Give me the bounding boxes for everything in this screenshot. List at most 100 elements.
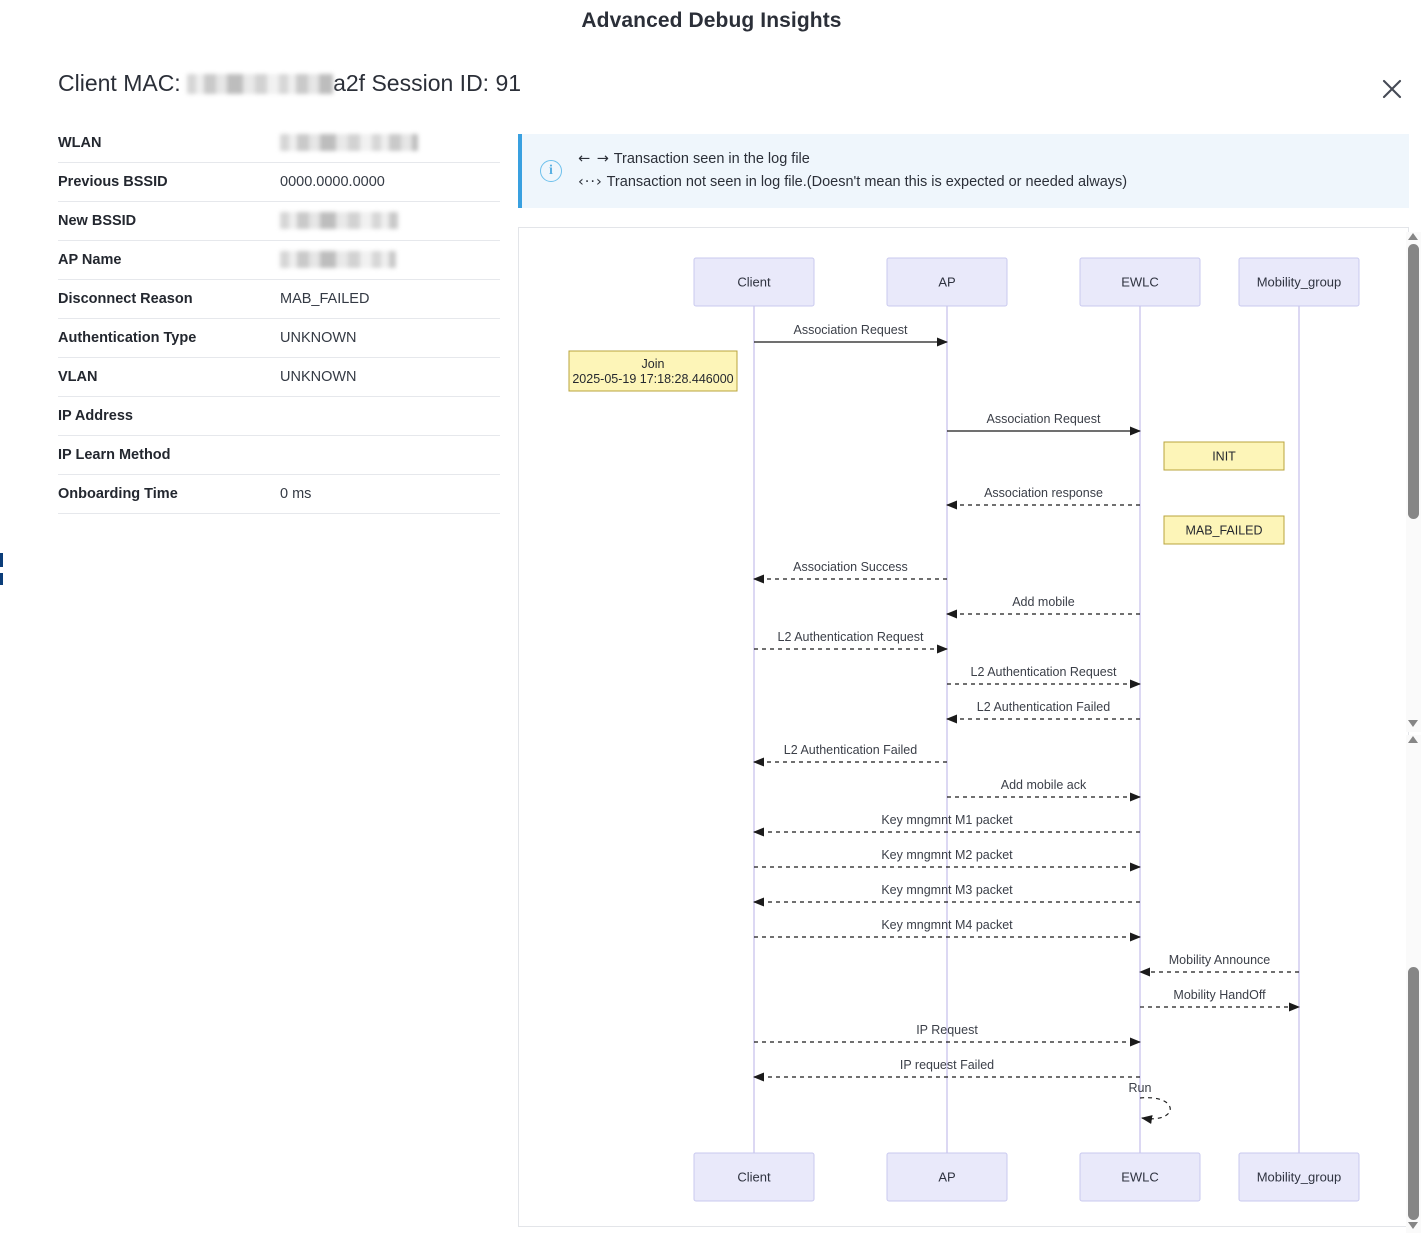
info-circle-icon: i (540, 160, 562, 182)
redacted-value (280, 251, 396, 268)
participant-label: Client (737, 275, 771, 290)
detail-value (280, 212, 500, 230)
client-mac-redacted (187, 73, 334, 94)
message-label: Key mngmnt M4 packet (881, 918, 1013, 932)
page-scroll-thumb[interactable] (1408, 967, 1419, 1220)
client-mac-label: Client MAC: (58, 70, 181, 96)
message-label: Key mngmnt M1 packet (881, 813, 1013, 827)
participant-box-ewlc: EWLC (1079, 257, 1201, 307)
message-arrow: Association Request (754, 323, 948, 347)
detail-key: IP Address (58, 408, 133, 424)
detail-row: Onboarding Time 0 ms (58, 475, 500, 514)
message-label: Key mngmnt M2 packet (881, 848, 1013, 862)
message-arrow: Association Success (753, 560, 947, 584)
message-label: Add mobile ack (1001, 778, 1087, 792)
detail-row: New BSSID (58, 202, 500, 241)
info-banner-line-1: ← → Transaction seen in the log file (578, 148, 1127, 171)
page-scrollbar[interactable] (1406, 735, 1421, 1233)
message-label: Key mngmnt M3 packet (881, 883, 1013, 897)
detail-key: Disconnect Reason (58, 291, 193, 307)
message-arrow: Key mngmnt M1 packet (753, 813, 1140, 837)
page-title: Advanced Debug Insights (581, 9, 842, 32)
participant-box-rect (693, 1152, 815, 1202)
close-icon[interactable] (1375, 72, 1409, 106)
participant-label: EWLC (1121, 1170, 1159, 1185)
message-arrow: Key mngmnt M3 packet (753, 883, 1140, 907)
participant-box-client: Client (693, 1152, 815, 1202)
left-edge-accent (0, 573, 3, 585)
detail-key: Previous BSSID (58, 174, 168, 190)
detail-value: 0000.0000.0000 (280, 174, 385, 190)
participant-box-ap: AP (886, 257, 1008, 307)
participant-box-ewlc: EWLC (1079, 1152, 1201, 1202)
message-arrow: IP Request (754, 1023, 1141, 1047)
participant-box-rect (1238, 257, 1360, 307)
message-label: L2 Authentication Request (971, 665, 1117, 679)
detail-value: 0 ms (280, 486, 312, 502)
note-text-line-2: 2025-05-19 17:18:28.446000 (572, 372, 733, 386)
diagram-scrollbar[interactable] (1406, 232, 1421, 732)
redacted-value (280, 134, 418, 151)
message-label: L2 Authentication Request (778, 630, 924, 644)
detail-row: WLAN (58, 124, 500, 163)
detail-key: Authentication Type (58, 330, 197, 346)
participant-label: Client (737, 1170, 771, 1185)
participant-box-rect (693, 257, 815, 307)
detail-key: WLAN (58, 135, 102, 151)
participant-box-ap: AP (886, 1152, 1008, 1202)
scroll-down-arrow[interactable] (1408, 1222, 1419, 1231)
participant-box-rect (1238, 1152, 1360, 1202)
detail-value: UNKNOWN (280, 330, 357, 346)
note-text: INIT (1212, 450, 1236, 464)
message-label: IP Request (916, 1023, 978, 1037)
message-arrow: L2 Authentication Request (947, 665, 1141, 689)
scroll-up-arrow[interactable] (1408, 736, 1419, 745)
participant-label: Mobility_group (1257, 275, 1342, 290)
detail-key: New BSSID (58, 213, 137, 229)
detail-key: AP Name (58, 252, 122, 268)
message-label: Add mobile (1012, 595, 1075, 609)
message-arrow: Key mngmnt M2 packet (754, 848, 1141, 872)
note-text-line-1: Join (642, 357, 665, 371)
scroll-up-arrow[interactable] (1408, 233, 1419, 242)
detail-row: IP Learn Method (58, 436, 500, 475)
note-state-mab-failed: MAB_FAILED (1163, 515, 1285, 545)
message-arrow: Association response (946, 486, 1140, 510)
info-banner-line-2: ‹··› Transaction not seen in log file.(D… (578, 171, 1127, 194)
self-message-loop (1139, 1097, 1171, 1124)
info-banner-text: ← → Transaction seen in the log file ‹··… (578, 148, 1127, 194)
note-text: MAB_FAILED (1185, 524, 1262, 538)
participant-label: AP (938, 1170, 955, 1185)
note-rect (1163, 515, 1285, 545)
detail-value (280, 251, 500, 269)
left-edge-accent (0, 553, 3, 567)
diagram-scroll-thumb[interactable] (1408, 244, 1419, 519)
participant-box-rect (886, 257, 1008, 307)
message-arrow: Key mngmnt M4 packet (754, 918, 1141, 942)
message-arrow: Mobility Announce (1139, 953, 1299, 977)
client-mac-header: Client MAC: a2f Session ID: 91 (58, 70, 521, 97)
info-banner: i ← → Transaction seen in the log file ‹… (518, 134, 1409, 208)
detail-value (280, 134, 500, 152)
message-arrow: Add mobile (946, 595, 1140, 619)
message-label: Mobility Announce (1169, 953, 1271, 967)
message-arrow: Add mobile ack (947, 778, 1141, 802)
message-label: L2 Authentication Failed (977, 700, 1110, 714)
message-arrow: L2 Authentication Request (754, 630, 948, 654)
redacted-value (280, 212, 398, 229)
session-id-label: Session ID: (371, 70, 490, 96)
participant-box-rect (1079, 1152, 1201, 1202)
message-arrow: L2 Authentication Failed (753, 743, 947, 767)
detail-row: AP Name (58, 241, 500, 280)
dashed-arrow-glyph: ‹··› (578, 174, 603, 190)
note-rect (568, 350, 738, 392)
self-message-label: Run (1129, 1081, 1152, 1095)
detail-row: Authentication Type UNKNOWN (58, 319, 500, 358)
scroll-down-arrow[interactable] (1408, 720, 1419, 729)
detail-key: Onboarding Time (58, 486, 178, 502)
